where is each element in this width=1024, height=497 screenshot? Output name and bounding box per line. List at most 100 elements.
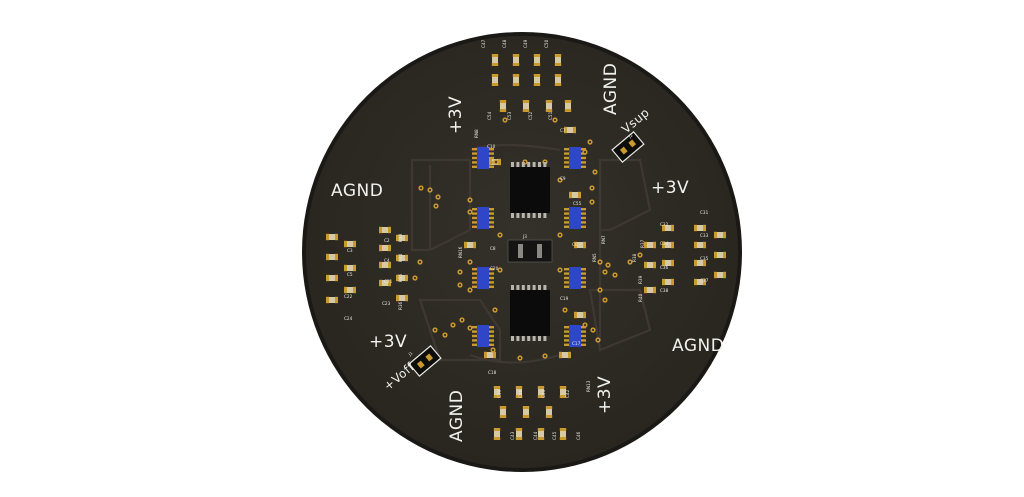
capacitor-body	[513, 74, 519, 86]
smd-capacitor	[644, 286, 656, 294]
smd-capacitor	[533, 54, 541, 66]
connector-body	[477, 325, 489, 347]
smd-capacitor	[344, 264, 356, 272]
smd-capacitor	[569, 191, 581, 199]
blue-connector	[472, 325, 494, 347]
capacitor-body	[516, 428, 522, 440]
capacitor-pad	[568, 351, 571, 359]
blue-connector	[564, 325, 586, 347]
via-hole	[543, 354, 547, 358]
via-hole	[593, 170, 597, 174]
connector-pad	[564, 165, 569, 168]
via-hole	[458, 270, 462, 274]
capacitor-body	[565, 100, 571, 112]
designator-label: C3	[347, 248, 353, 253]
designator-label: C33	[700, 233, 709, 238]
via-hole	[498, 233, 502, 237]
capacitor-pad	[703, 241, 706, 249]
capacitor-body	[326, 275, 338, 281]
capacitor-pad	[473, 241, 476, 249]
connector-pad	[489, 285, 494, 288]
capacitor-pad	[537, 437, 545, 440]
capacitor-body	[538, 428, 544, 440]
capacitor-pad	[662, 278, 665, 286]
via-hole	[606, 263, 610, 267]
via-hole	[468, 288, 472, 292]
capacitor-pad	[522, 109, 530, 112]
capacitor-pad	[326, 296, 329, 304]
connector-pad	[472, 281, 477, 284]
via-hole	[418, 260, 422, 264]
capacitor-pad	[583, 311, 586, 319]
connector-pad	[564, 225, 569, 228]
capacitor-pad	[564, 109, 572, 112]
ic-pin	[532, 336, 536, 341]
copper-traces	[410, 143, 652, 364]
connector-pad	[472, 225, 477, 228]
designator-label: C23	[382, 301, 391, 306]
capacitor-pad	[545, 109, 553, 112]
ic-pin	[516, 336, 520, 341]
capacitor-pad	[493, 386, 501, 389]
connector-pad	[564, 212, 569, 215]
ic-pin	[511, 162, 514, 167]
connector-pad	[581, 272, 586, 275]
via-hole	[553, 118, 557, 122]
capacitor-pad	[396, 274, 399, 282]
capacitor-body	[523, 406, 529, 418]
ic-pin	[543, 285, 547, 290]
designator-label: C35	[700, 256, 709, 261]
capacitor-pad	[491, 74, 499, 77]
capacitor-pad	[564, 100, 572, 103]
smd-capacitor	[694, 224, 706, 232]
designator-label: C6	[572, 242, 578, 247]
connector-body	[477, 267, 489, 289]
designator-label: R35	[398, 273, 403, 282]
ic-pin	[532, 213, 536, 218]
designator-label: C49	[523, 39, 528, 48]
connector-pad	[581, 156, 586, 160]
capacitor-pad	[335, 274, 338, 282]
via-hole	[558, 268, 562, 272]
connector-pad	[564, 326, 569, 329]
designator-label: C36	[660, 265, 669, 270]
via-hole	[468, 326, 472, 330]
designator-label: C54	[487, 111, 492, 120]
designator-label: R33	[398, 233, 403, 242]
capacitor-pad	[335, 296, 338, 304]
ic-pin	[511, 213, 514, 218]
smd-capacitor	[522, 100, 530, 112]
capacitor-pad	[405, 274, 408, 282]
capacitor-pad	[653, 286, 656, 294]
ic-pin	[532, 162, 536, 167]
via-hole	[468, 198, 472, 202]
smd-capacitor	[574, 241, 586, 249]
capacitor-pad	[694, 224, 697, 232]
capacitor-pad	[723, 231, 726, 239]
capacitor-pad	[491, 63, 499, 66]
capacitor-body	[326, 297, 338, 303]
via-hole	[603, 270, 607, 274]
smd-capacitor	[484, 351, 496, 359]
capacitor-pad	[644, 261, 647, 269]
connector-pad	[581, 334, 586, 338]
capacitor-pad	[569, 191, 572, 199]
ic-pin	[527, 213, 531, 218]
connector-voff	[408, 345, 442, 377]
capacitor-pad	[574, 311, 577, 319]
via-hole	[468, 260, 472, 264]
smd-capacitor	[491, 54, 499, 66]
capacitor-body	[492, 74, 498, 86]
capacitor-pad	[703, 278, 706, 286]
capacitor-pad	[344, 286, 347, 294]
capacitor-body	[569, 192, 581, 198]
capacitor-pad	[405, 234, 408, 242]
ic-pin	[543, 336, 547, 341]
capacitor-pad	[388, 226, 391, 234]
smd-capacitor	[537, 386, 545, 398]
capacitor-pad	[671, 278, 674, 286]
capacitor-body	[500, 406, 506, 418]
connector-pad	[472, 268, 477, 271]
components-layer	[326, 54, 726, 440]
capacitor-pad	[499, 415, 507, 418]
